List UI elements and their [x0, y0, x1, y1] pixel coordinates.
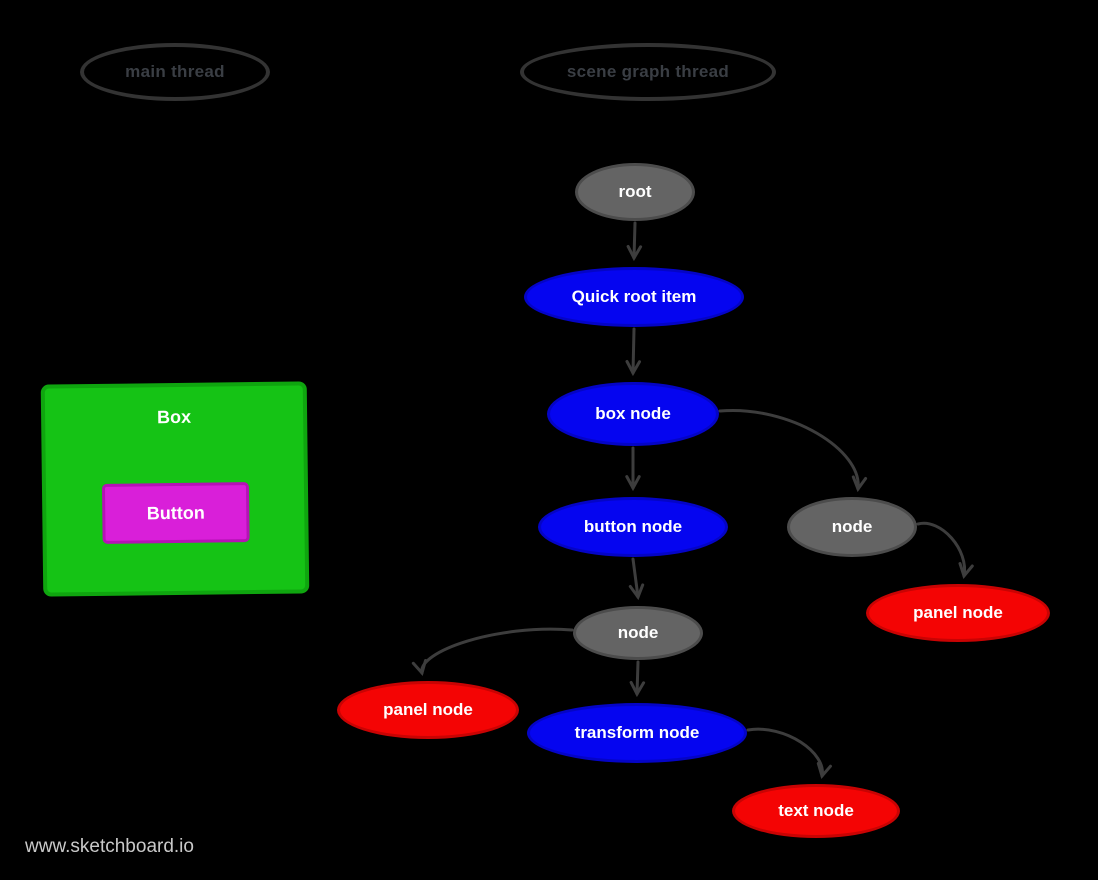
arrowhead-transform-node-to-text-node [816, 762, 832, 780]
edge-node-center-to-panel-node-left [420, 627, 574, 675]
edge-node-center-to-transform-node [635, 660, 640, 696]
node-text-node: text node [732, 784, 900, 838]
node-quick-root-item: Quick root item [524, 267, 744, 327]
edge-node-right-to-panel-node-right [916, 521, 967, 578]
arrowhead-box-node-to-node-right [851, 475, 868, 493]
node-box-node: box node [547, 382, 719, 446]
arrowhead-root-to-quick-root-item [626, 244, 643, 262]
node-node-center: node [573, 606, 703, 660]
main-thread-label: main thread [125, 62, 225, 81]
arrowhead-button-node-to-node-center [628, 583, 645, 601]
node-root: root [575, 163, 695, 221]
arrowhead-box-node-to-button-node [625, 475, 641, 492]
arrowhead-node-center-to-panel-node-left [411, 659, 427, 677]
edge-transform-node-to-text-node [746, 727, 824, 778]
box-widget: Box Button [40, 381, 310, 597]
edge-box-node-to-node-right [718, 408, 860, 491]
node-panel-node-left: panel node [337, 681, 519, 739]
scene-graph-thread-ellipse: scene graph thread [520, 43, 776, 101]
arrowhead-node-right-to-panel-node-right [958, 562, 974, 580]
edge-root-to-quick-root-item [632, 221, 637, 260]
node-node-right: node [787, 497, 917, 557]
box-label: Box [156, 406, 192, 428]
node-button-node: button node [538, 497, 728, 557]
node-panel-node-right: panel node [866, 584, 1050, 642]
arrowhead-node-center-to-transform-node [629, 680, 646, 698]
button-widget: Button [101, 482, 250, 544]
edge-quick-root-item-to-box-node [631, 327, 636, 375]
main-thread-ellipse: main thread [80, 43, 270, 101]
arrowhead-quick-root-item-to-box-node [625, 360, 641, 377]
scene-graph-thread-label: scene graph thread [566, 62, 730, 81]
button-label: Button [146, 502, 205, 523]
node-transform-node: transform node [527, 703, 747, 763]
watermark: www.sketchboard.io [25, 836, 194, 857]
edge-button-node-to-node-center [631, 557, 640, 599]
